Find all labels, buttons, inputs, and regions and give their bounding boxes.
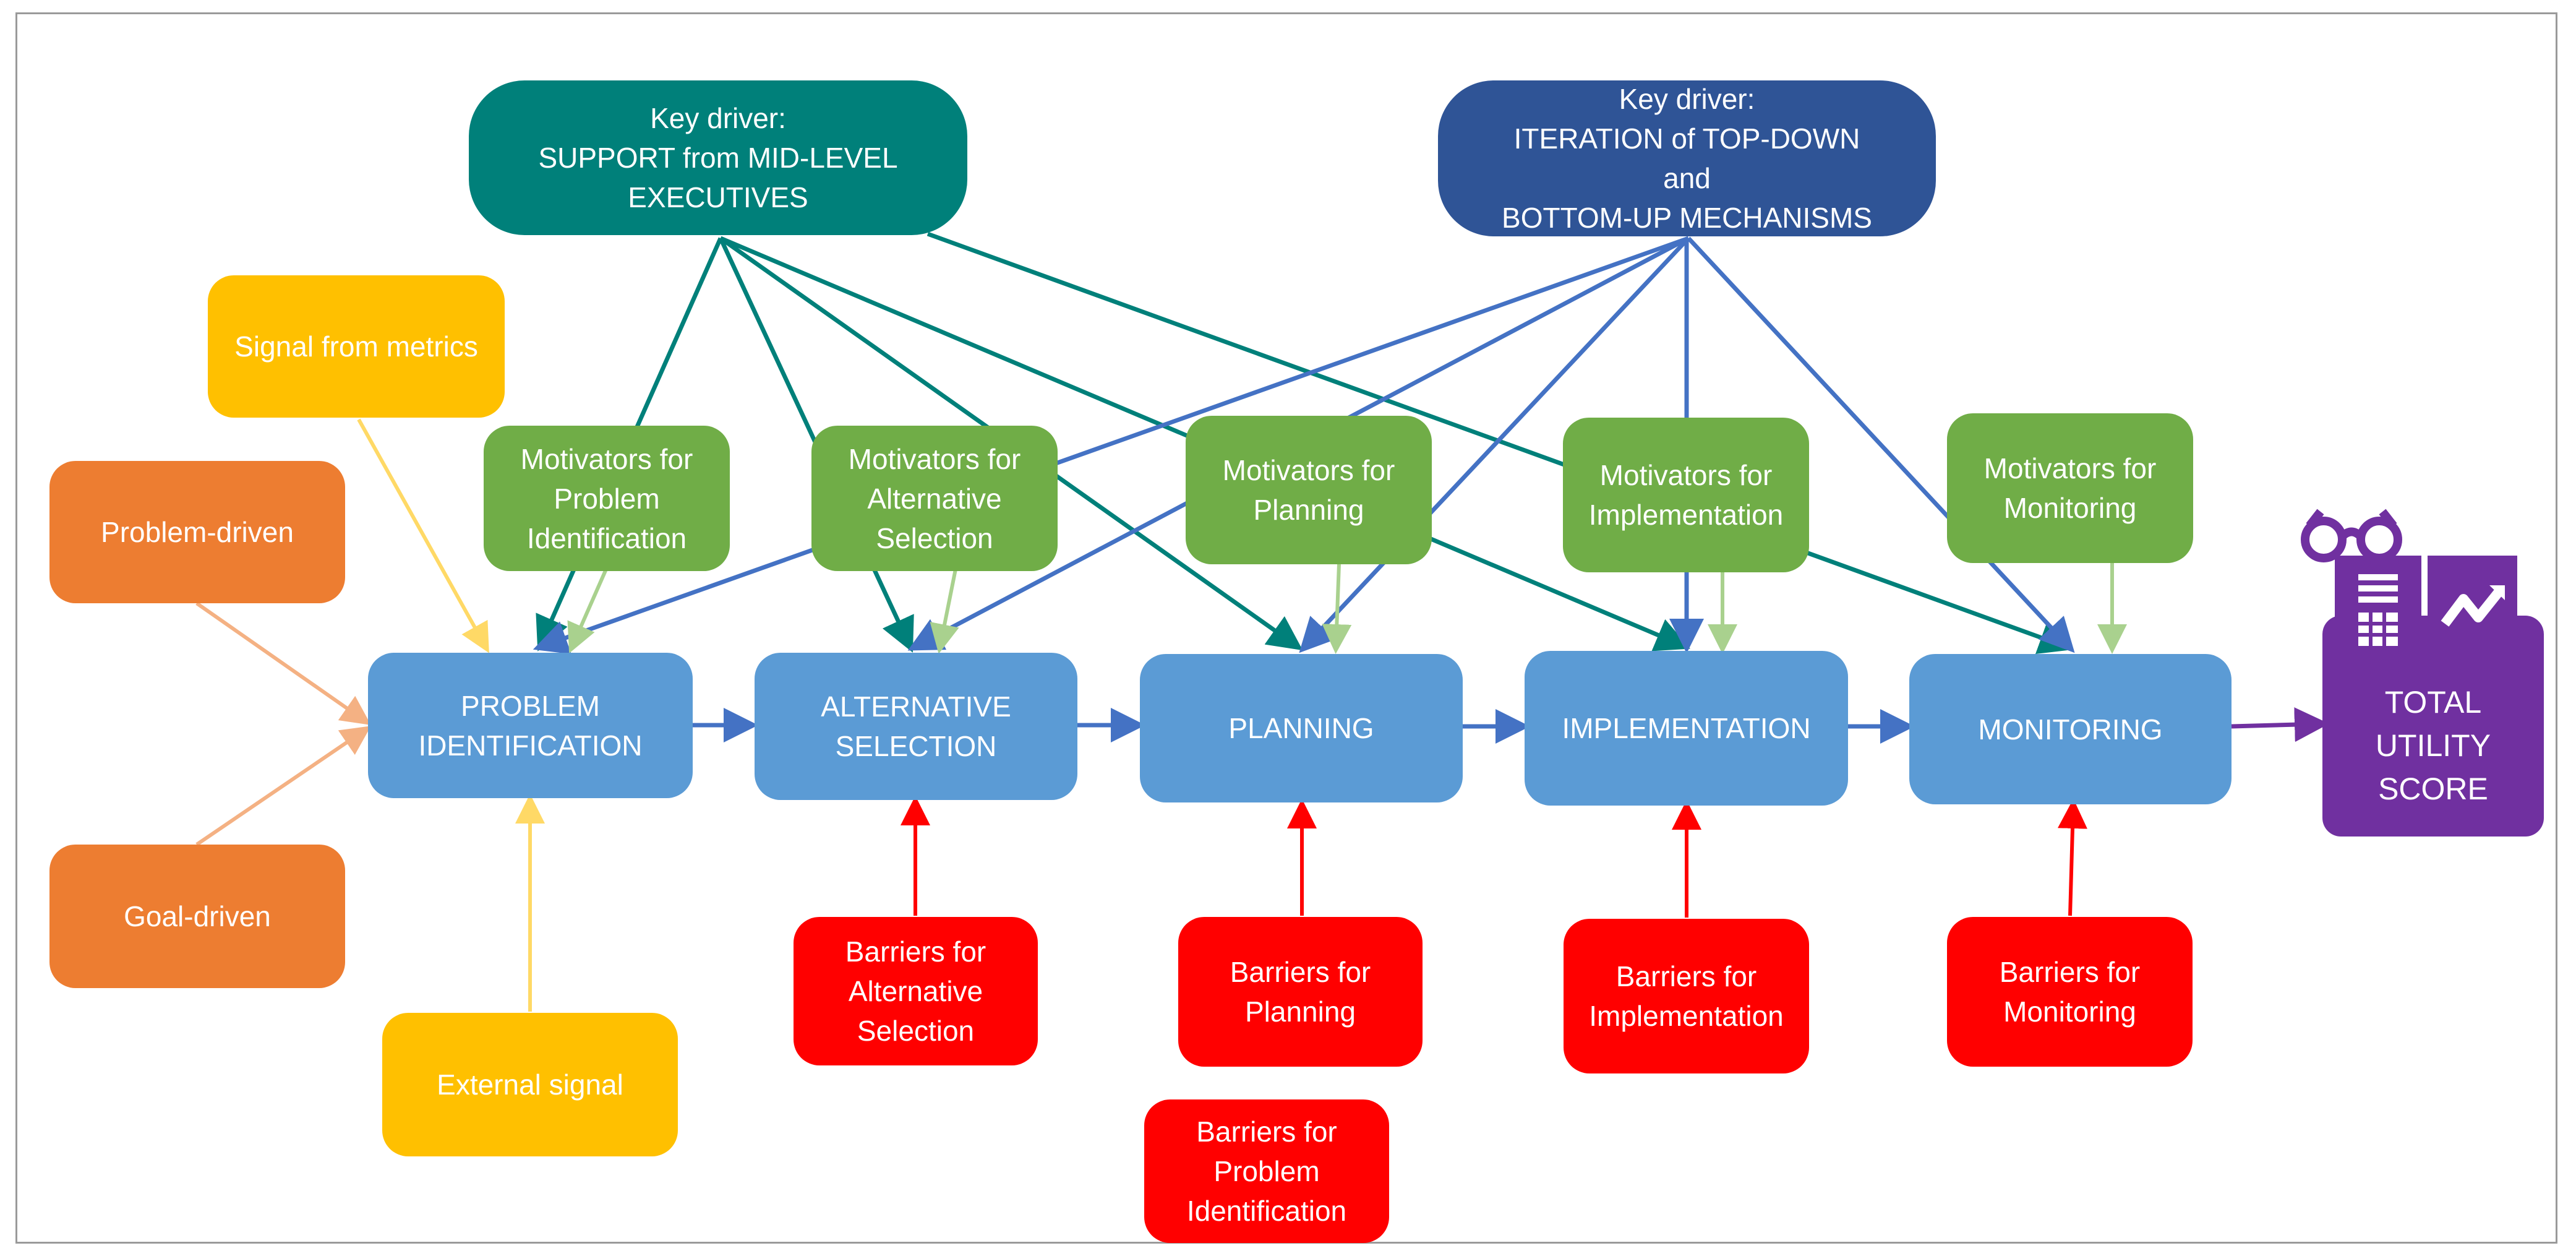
signal-from-metrics: Signal from metrics (208, 275, 505, 418)
barriers-planning: Barriers for Planning (1178, 917, 1423, 1067)
stage-planning: PLANNING (1140, 654, 1463, 802)
stage-implementation: IMPLEMENTATION (1525, 651, 1848, 806)
connector-goal-driven (195, 726, 371, 846)
barriers-implementation: Barriers for Implementation (1564, 919, 1809, 1073)
problem-driven: Problem-driven (49, 461, 345, 603)
connector-iteration-to-planning (1299, 236, 1690, 653)
spreadsheet-icon (2335, 556, 2421, 661)
connector-iteration-to-problem-identification (533, 236, 1690, 655)
stage-alternative-selection: ALTERNATIVE SELECTION (755, 653, 1077, 800)
motivators-implementation: Motivators for Implementation (1563, 418, 1809, 572)
motivators-problem-identification: Motivators for Problem Identification (484, 426, 730, 571)
barriers-problem-identification: Barriers for Problem Identification (1144, 1099, 1389, 1243)
connector-signal-metrics (357, 418, 489, 653)
external-signal: External signal (382, 1013, 678, 1156)
flow-monitoring-to-total (2231, 707, 2329, 742)
key-driver-support: Key driver: SUPPORT from MID-LEVEL EXECU… (469, 80, 967, 235)
motivators-alternative-selection: Motivators for Alternative Selection (811, 426, 1058, 571)
goal-driven: Goal-driven (49, 845, 345, 988)
motivators-monitoring: Motivators for Monitoring (1947, 413, 2193, 563)
barriers-monitoring: Barriers for Monitoring (1947, 917, 2193, 1067)
connector-iteration-to-monitoring (1687, 236, 2075, 653)
key-driver-iteration: Key driver: ITERATION of TOP-DOWN and BO… (1438, 80, 1936, 236)
connector-motivator-problem (567, 568, 608, 653)
motivators-planning: Motivators for Planning (1186, 416, 1432, 564)
glasses-icon (2301, 509, 2402, 562)
connector-problem-driven (195, 601, 371, 725)
connector-motivator-alternative (930, 569, 959, 654)
barriers-alternative-selection: Barriers for Alternative Selection (794, 917, 1038, 1065)
chart-trend-icon (2428, 556, 2517, 661)
stage-monitoring: MONITORING (1909, 654, 2232, 804)
connector-motivator-planning (1322, 564, 1352, 654)
connector-barrier-monitoring (2057, 799, 2087, 916)
stage-problem-identification: PROBLEM IDENTIFICATION (368, 653, 693, 798)
